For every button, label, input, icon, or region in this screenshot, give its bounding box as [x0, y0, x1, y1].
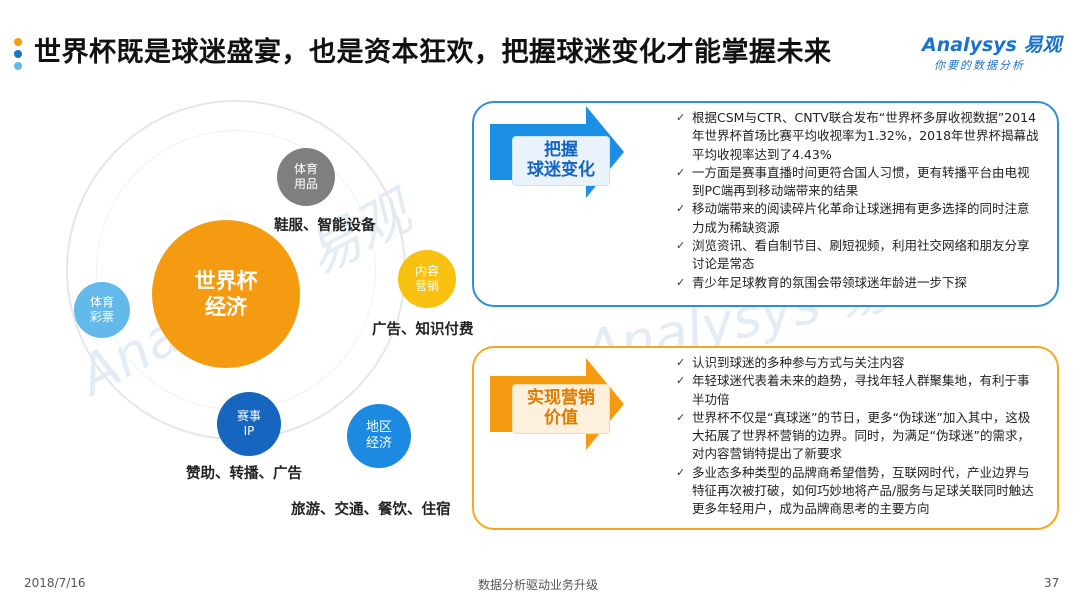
- panel2-bullet: 多业态多种类型的品牌商希望借势，互联网时代，产业边界与特征再次被打破，如何巧妙地…: [674, 464, 1041, 519]
- panel-grasp-fan-changes: 根据CSM与CTR、CNTV联合发布“世界杯多屏收视数据”2014年世界杯首场比…: [472, 101, 1059, 307]
- panel1-label: 把握 球迷变化: [512, 136, 610, 186]
- node-content-marketing-line-1: 内容: [414, 264, 439, 278]
- node-event-ip-line-1: 赛事: [236, 409, 261, 423]
- node-sports-lottery-line-2: 彩票: [89, 310, 114, 324]
- panel1-bullet: 根据CSM与CTR、CNTV联合发布“世界杯多屏收视数据”2014年世界杯首场比…: [674, 109, 1041, 164]
- panel2-bullet-list: 认识到球迷的多种参与方式与关注内容 年轻球迷代表着未来的趋势，寻找年轻人群聚集地…: [674, 354, 1041, 519]
- node-sports-goods: 体育 用品: [277, 148, 335, 206]
- node-sports-goods-line-1: 体育: [293, 162, 318, 176]
- node-sports-lottery: 体育 彩票: [74, 282, 130, 338]
- panel1-bullet: 浏览资讯、看自制节目、刷短视频，利用社交网络和朋友分享讨论是常态: [674, 237, 1041, 274]
- panel1-bullet: 移动端带来的阅读碎片化革命让球迷拥有更多选择的同时注意力成为稀缺资源: [674, 200, 1041, 237]
- footer-date: 2018/7/16: [24, 576, 86, 590]
- center-line-2: 经济: [205, 295, 247, 319]
- title-dot-blue: [14, 50, 22, 58]
- label-content-marketing: 广告、知识付费: [372, 322, 474, 338]
- node-sports-goods-line-2: 用品: [293, 177, 318, 191]
- panel1-bullet: 一方面是赛事直播时间更符合国人习惯，更有转播平台由电视到PC端再到移动端带来的结…: [674, 164, 1041, 201]
- panel1-label-line-2: 球迷变化: [527, 160, 595, 180]
- page-title: 世界杯既是球迷盛宴，也是资本狂欢，把握球迷变化才能掌握未来: [34, 37, 832, 68]
- logo-brand: Analysys 易观: [922, 34, 1062, 56]
- node-event-ip-line-2: IP: [243, 424, 255, 438]
- panel2-label-line-2: 价值: [544, 408, 578, 428]
- title-dot-lightblue: [14, 62, 22, 70]
- panel2-bullet: 世界杯不仅是“真球迷”的节日，更多“伪球迷”加入其中，这极大拓展了世界杯营销的边…: [674, 409, 1041, 464]
- logo-slogan: 你要的数据分析: [934, 59, 1025, 72]
- center-line-1: 世界杯: [194, 268, 258, 293]
- panel2-label: 实现营销 价值: [512, 384, 610, 434]
- panel1-label-line-1: 把握: [544, 140, 578, 161]
- label-regional-economy: 旅游、交通、餐饮、住宿: [291, 502, 451, 518]
- panel2-bullet: 认识到球迷的多种参与方式与关注内容: [674, 354, 1041, 373]
- panel1-bullet-list: 根据CSM与CTR、CNTV联合发布“世界杯多屏收视数据”2014年世界杯首场比…: [674, 109, 1041, 292]
- panel2-bullet: 年轻球迷代表着未来的趋势，寻找年轻人群聚集地，有利于事半功倍: [674, 372, 1041, 409]
- node-content-marketing: 内容 营销: [398, 250, 456, 308]
- node-regional-economy: 地区 经济: [347, 404, 411, 468]
- panel2-label-line-1: 实现营销: [527, 388, 595, 409]
- label-sports-goods: 鞋服、智能设备: [274, 218, 376, 234]
- node-content-marketing-line-2: 营销: [414, 279, 439, 293]
- node-regional-economy-line-2: 经济: [365, 436, 392, 451]
- page-number: 37: [1044, 576, 1060, 590]
- footer-slogan: 数据分析驱动业务升级: [478, 578, 599, 592]
- panel1-bullet: 青少年足球教育的氛围会带领球迷年龄进一步下探: [674, 274, 1041, 293]
- analysys-logo: Analysys 易观 你要的数据分析: [922, 30, 1072, 78]
- title-dot-orange: [14, 38, 22, 46]
- node-event-ip: 赛事 IP: [217, 392, 281, 456]
- title-dots: [14, 38, 22, 74]
- node-sports-lottery-line-1: 体育: [89, 295, 114, 309]
- center-circle-worldcup-economy: 世界杯 经济: [152, 220, 300, 368]
- node-regional-economy-line-1: 地区: [365, 419, 392, 435]
- label-event-ip: 赞助、转播、广告: [186, 466, 302, 482]
